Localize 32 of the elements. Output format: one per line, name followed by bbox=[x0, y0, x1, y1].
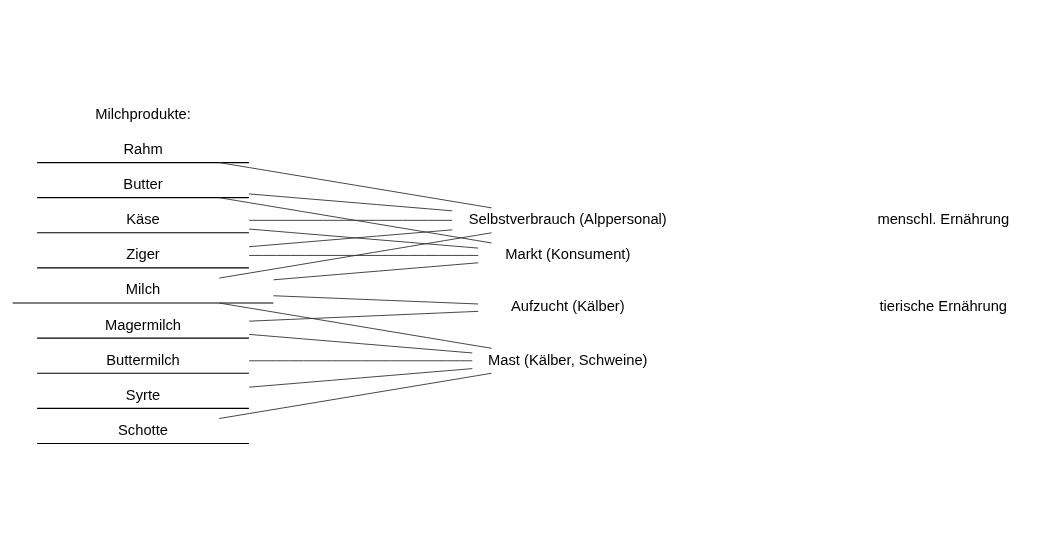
label: menschl. Ernährung bbox=[877, 210, 1010, 227]
connector bbox=[248, 310, 479, 322]
node-text: Rahm bbox=[123, 140, 163, 157]
node-text: Käse bbox=[126, 210, 160, 227]
connector bbox=[248, 359, 473, 361]
connector bbox=[218, 372, 493, 419]
connector bbox=[248, 254, 479, 256]
node-text: Mast (Kälber, Schweine) bbox=[488, 351, 648, 368]
connector bbox=[248, 219, 453, 221]
node-text: Syrte bbox=[125, 386, 161, 403]
node-text: Buttermilch bbox=[106, 351, 180, 368]
node-text: Aufzucht (Kälber) bbox=[510, 297, 625, 314]
node-text: Markt (Konsument) bbox=[505, 245, 631, 262]
node-text: Butter bbox=[123, 175, 163, 192]
connector bbox=[218, 161, 493, 208]
connector bbox=[273, 261, 479, 280]
connector bbox=[248, 333, 473, 353]
connector bbox=[248, 193, 453, 211]
connector bbox=[248, 228, 453, 247]
node-text: Schotte bbox=[118, 421, 168, 438]
label: tierische Ernährung bbox=[879, 297, 1008, 314]
node-text: Ziger bbox=[126, 245, 160, 262]
node-text: Magermilch bbox=[104, 316, 182, 333]
node-text: Milch bbox=[125, 280, 161, 297]
node-text: Selbstverbrauch (Alppersonal) bbox=[468, 210, 667, 227]
connector bbox=[248, 228, 479, 249]
connector bbox=[248, 367, 473, 388]
label: Milchprodukte: bbox=[95, 105, 191, 122]
connector bbox=[273, 294, 479, 304]
connector bbox=[218, 196, 493, 243]
connector bbox=[218, 302, 493, 349]
connector bbox=[218, 231, 493, 279]
